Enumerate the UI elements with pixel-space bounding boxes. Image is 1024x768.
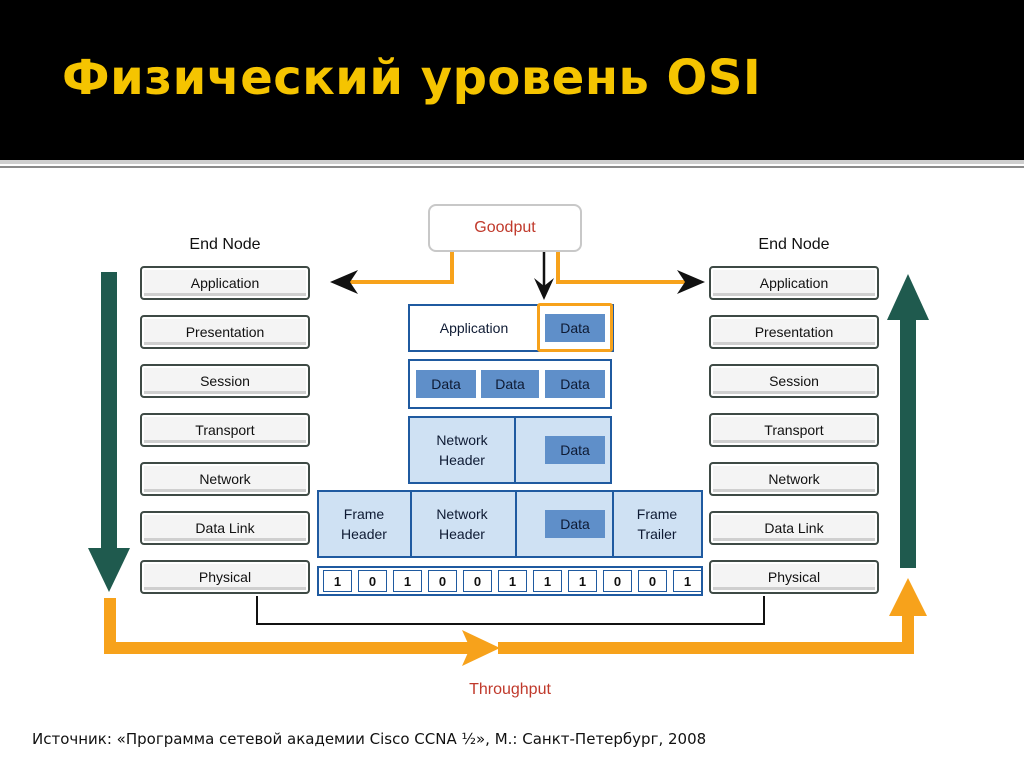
frame-data: Data: [545, 510, 605, 538]
right-layer-physical: Physical: [709, 560, 879, 594]
encapsulation-down-arrow: [88, 272, 130, 592]
decapsulation-up-arrow: [887, 274, 929, 568]
title-rule: [0, 160, 1024, 164]
packet-data: Data: [545, 436, 605, 464]
physical-link-line: [256, 596, 765, 625]
right-layer-network: Network: [709, 462, 879, 496]
bit-7: 1: [533, 570, 562, 592]
bit-11: 1: [673, 570, 702, 592]
goodput-box: Goodput: [428, 204, 582, 252]
left-layer-network: Network: [140, 462, 310, 496]
bit-1: 1: [323, 570, 352, 592]
right-layer-presentation: Presentation: [709, 315, 879, 349]
throughput-arrow: [104, 578, 927, 666]
goodput-arrow-right: [556, 252, 705, 294]
app-row-application-label: Application: [439, 320, 509, 336]
segment-data-2: Data: [481, 370, 539, 398]
bit-6: 1: [498, 570, 527, 592]
left-layer-presentation: Presentation: [140, 315, 310, 349]
goodput-arrow-left: [330, 252, 454, 294]
source-footnote: Источник: «Программа сетевой академии Ci…: [32, 730, 707, 748]
frame-network-header: Network Header: [436, 506, 488, 542]
bit-8: 1: [568, 570, 597, 592]
left-layer-physical: Physical: [140, 560, 310, 594]
left-layer-data-link: Data Link: [140, 511, 310, 545]
frame-row-divider-2: [515, 490, 517, 558]
left-layer-transport: Transport: [140, 413, 310, 447]
frame-row-divider-3: [612, 490, 614, 558]
app-row-data: Data: [545, 314, 605, 342]
bit-5: 0: [463, 570, 492, 592]
frame-trailer: Frame Trailer: [636, 506, 678, 542]
right-layer-application: Application: [709, 266, 879, 300]
title-rule-dark: [0, 166, 1024, 168]
frame-header: Frame Header: [341, 506, 387, 542]
left-end-node-label: End Node: [189, 236, 261, 253]
segment-data-3: Data: [545, 370, 605, 398]
frame-row: [317, 490, 703, 558]
right-end-node-label: End Node: [758, 236, 830, 253]
bit-2: 0: [358, 570, 387, 592]
right-layer-transport: Transport: [709, 413, 879, 447]
segment-data-1: Data: [416, 370, 476, 398]
bit-3: 1: [393, 570, 422, 592]
bit-4: 0: [428, 570, 457, 592]
packet-row-divider: [514, 416, 516, 484]
throughput-label: Throughput: [469, 681, 551, 698]
bit-10: 0: [638, 570, 667, 592]
title-bar: Физический уровень OSI: [0, 0, 1024, 160]
right-layer-data-link: Data Link: [709, 511, 879, 545]
left-layer-session: Session: [140, 364, 310, 398]
left-layer-application: Application: [140, 266, 310, 300]
packet-network-header: Network Header: [436, 432, 488, 468]
slide-title: Физический уровень OSI: [62, 50, 762, 106]
frame-row-divider-1: [410, 490, 412, 558]
bit-9: 0: [603, 570, 632, 592]
right-layer-session: Session: [709, 364, 879, 398]
goodput-arrow-down: [534, 252, 554, 300]
